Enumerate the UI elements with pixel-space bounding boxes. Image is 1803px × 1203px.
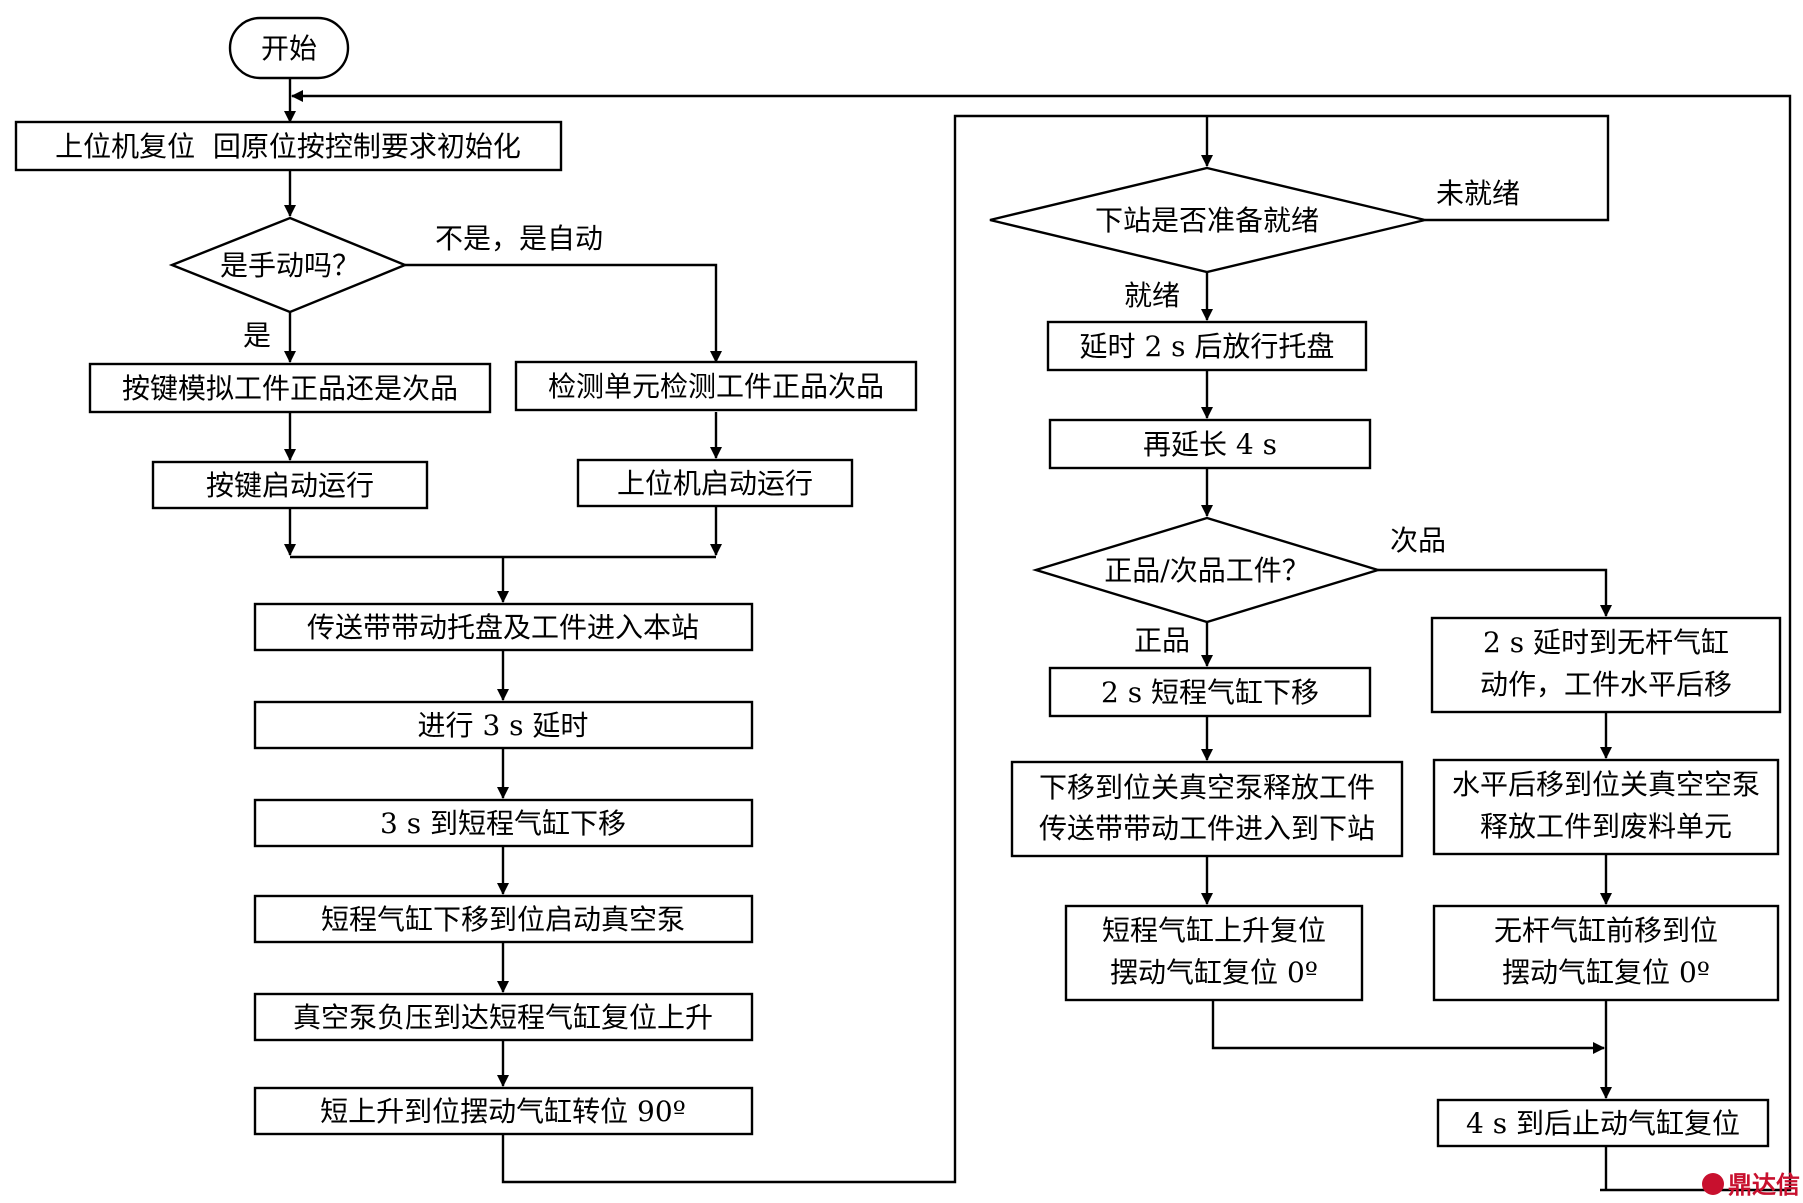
edge-labels: 不是，是自动 是 未就绪 就绪 次品 正品: [243, 177, 1520, 657]
node-cyl-down-3s: 3 s 到短程气缸下移: [253, 798, 754, 848]
delay-3s-label: 进行 3 s 延时: [418, 709, 589, 742]
start-label: 开始: [261, 32, 317, 65]
delay-2s-label: 延时 2 s 后放行托盘: [1080, 330, 1335, 363]
key-sim-box: [88, 362, 492, 414]
manual-decision: [168, 216, 409, 314]
node-front: 无杆气缸前移到位 摆动气缸复位 0º: [1432, 904, 1780, 1002]
node-next-ready: 下站是否准备就绪: [989, 166, 1426, 274]
rodless-label-line1: 2 s 延时到无杆气缸: [1483, 626, 1729, 659]
node-vac-neg: 真空泵负压到达短程气缸复位上升: [253, 992, 754, 1042]
rodless-box: [1430, 616, 1782, 714]
key-start-label: 按键启动运行: [206, 469, 374, 502]
release-box: [1010, 760, 1404, 858]
good-bad-label: 正品/次品工件？: [1104, 554, 1309, 587]
conveyor-in-label: 传送带带动托盘及工件进入本站: [307, 611, 699, 644]
key-start-box: [151, 460, 429, 510]
release-label-line2: 传送带带动工件进入到下站: [1039, 812, 1375, 845]
next-ready-label: 下站是否准备就绪: [1095, 204, 1319, 237]
node-start: 开始: [228, 16, 350, 80]
edge-label-ready: 就绪: [1124, 279, 1180, 312]
vac-start-box: [253, 894, 754, 944]
good-bad-decision: [1031, 516, 1383, 624]
delay-3s-box: [253, 700, 754, 750]
node-detect: 检测单元检测工件正品次品: [514, 360, 918, 412]
arrow-resetup-merge: [1211, 1000, 1605, 1054]
detect-label: 检测单元检测工件正品次品: [548, 370, 884, 403]
pc-start-box: [576, 458, 854, 508]
extend-4s-label: 再延长 4 s: [1143, 428, 1277, 461]
next-ready-decision: [989, 166, 1426, 274]
vac-start-label: 短程气缸下移到位启动真空泵: [321, 903, 685, 936]
node-waste: 水平后移到位关真空空泵 释放工件到废料单元: [1432, 758, 1780, 856]
rodless-label-line2: 动作，工件水平后移: [1480, 668, 1732, 701]
node-vac-start: 短程气缸下移到位启动真空泵: [253, 894, 754, 944]
node-swing-90: 短上升到位摆动气缸转位 90º: [253, 1086, 754, 1136]
node-release: 下移到位关真空泵释放工件 传送带带动工件进入到下站: [1010, 760, 1404, 858]
key-sim-label: 按键模拟工件正品还是次品: [122, 372, 458, 405]
waste-label-line1: 水平后移到位关真空空泵: [1452, 768, 1760, 801]
release-label-line1: 下移到位关真空泵释放工件: [1039, 771, 1375, 804]
manual-label: 是手动吗？: [220, 249, 360, 282]
extend-4s-box: [1048, 418, 1372, 470]
node-key-start: 按键启动运行: [151, 460, 429, 510]
swing-90-label: 短上升到位摆动气缸转位 90º: [320, 1095, 686, 1128]
cyl-down-2s-label: 2 s 短程气缸下移: [1101, 676, 1319, 709]
node-reset: 上位机复位 回原位按控制要求初始化: [14, 120, 563, 172]
delay-2s-box: [1046, 320, 1368, 372]
node-key-sim: 按键模拟工件正品还是次品: [88, 362, 492, 414]
reset-up-box: [1064, 904, 1364, 1002]
watermark: 鼎达信: [1702, 1171, 1800, 1199]
arrow-no-auto: [405, 263, 722, 363]
edge-label-no-auto: 不是，是自动: [435, 222, 603, 255]
node-good-bad: 正品/次品工件？: [1031, 516, 1383, 624]
conveyor-in-box: [253, 602, 754, 652]
front-label-line1: 无杆气缸前移到位: [1494, 914, 1718, 947]
connector-left-to-right: [501, 114, 1610, 1184]
reset-label: 上位机复位 回原位按控制要求初始化: [55, 130, 521, 163]
waste-label-line2: 释放工件到废料单元: [1480, 810, 1732, 843]
cyl-down-3s-label: 3 s 到短程气缸下移: [380, 807, 626, 840]
start-terminal: [228, 16, 350, 80]
reset-up-label-line1: 短程气缸上升复位: [1102, 914, 1326, 947]
node-delay-2s: 延时 2 s 后放行托盘: [1046, 320, 1368, 372]
arrow-defective: [1378, 568, 1612, 617]
node-extend-4s: 再延长 4 s: [1048, 418, 1372, 470]
node-stop-reset: 4 s 到后止动气缸复位: [1436, 1098, 1770, 1148]
stop-reset-box: [1436, 1098, 1770, 1148]
cyl-down-3s-box: [253, 798, 754, 848]
vac-neg-box: [253, 992, 754, 1042]
edge-label-yes: 是: [243, 319, 271, 352]
node-reset-up: 短程气缸上升复位 摆动气缸复位 0º: [1064, 904, 1364, 1002]
arrow-loop-return: [291, 90, 1792, 1192]
node-rodless: 2 s 延时到无杆气缸 动作，工件水平后移: [1430, 616, 1782, 714]
node-cyl-down-2s: 2 s 短程气缸下移: [1048, 666, 1372, 718]
pc-start-label: 上位机启动运行: [617, 467, 813, 500]
node-pc-start: 上位机启动运行: [576, 458, 854, 508]
reset-box: [14, 120, 563, 172]
edge-label-defective: 次品: [1390, 524, 1446, 557]
node-is-manual: 是手动吗？: [168, 216, 409, 314]
connectors: [284, 78, 1792, 1192]
front-label-line2: 摆动气缸复位 0º: [1502, 956, 1710, 989]
detect-box: [514, 360, 918, 412]
waste-box: [1432, 758, 1780, 856]
stop-reset-label: 4 s 到后止动气缸复位: [1466, 1107, 1740, 1140]
swing-90-box: [253, 1086, 754, 1136]
vac-neg-label: 真空泵负压到达短程气缸复位上升: [293, 1001, 713, 1034]
node-delay-3s: 进行 3 s 延时: [253, 700, 754, 750]
edge-label-good: 正品: [1134, 624, 1190, 657]
node-conveyor-in: 传送带带动托盘及工件进入本站: [253, 602, 754, 652]
front-box: [1432, 904, 1780, 1002]
watermark-logo-icon: [1702, 1173, 1724, 1195]
cyl-down-2s-box: [1048, 666, 1372, 718]
watermark-text: 鼎达信: [1728, 1171, 1800, 1199]
reset-up-label-line2: 摆动气缸复位 0º: [1110, 956, 1318, 989]
edge-label-not-ready: 未就绪: [1436, 177, 1520, 210]
